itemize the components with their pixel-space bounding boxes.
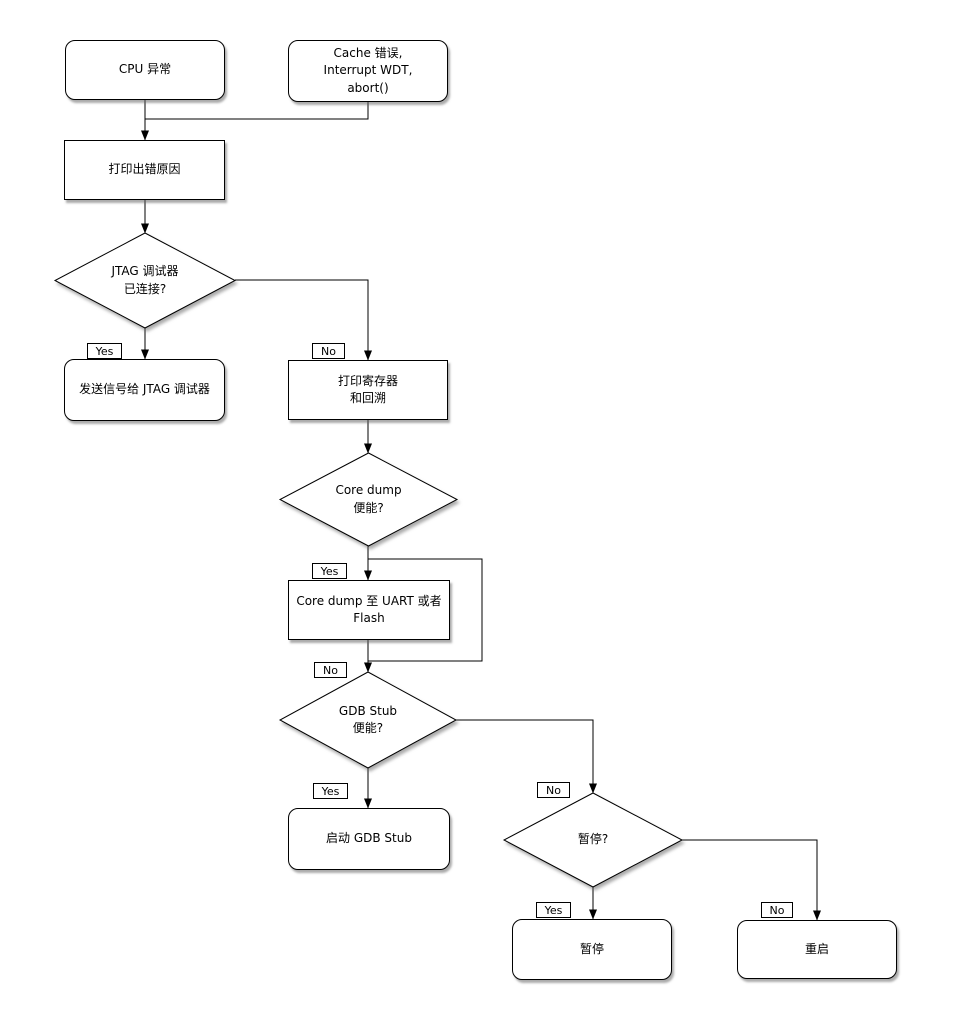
node-start-gdbstub-label: 启动 GDB Stub <box>326 831 412 846</box>
edge-gdb-no <box>455 719 597 794</box>
edge-jtag-no <box>235 279 372 361</box>
edge-label-halt-yes: Yes <box>536 902 571 918</box>
node-jtag-connected: JTAG 调试器 已连接? <box>55 233 235 328</box>
edge-label-coredump-no: No <box>314 662 347 678</box>
node-reboot-label: 重启 <box>804 941 829 956</box>
node-halt: 暂停 <box>512 919 672 980</box>
node-cpu-exception-label: CPU 异常 <box>118 62 172 77</box>
node-print-error-reason-label: 打印出错原因 <box>108 162 181 177</box>
node-print-registers: 打印寄存器 和回溯 <box>288 360 448 420</box>
edge-cache-merge <box>145 102 369 120</box>
node-coredump-to-uart-flash: Core dump 至 UART 或者 Flash <box>288 580 450 640</box>
node-cache-error-label: Cache 错误, Interrupt WDT, abort() <box>323 45 413 95</box>
edge-label-gdb-no: No <box>537 782 570 798</box>
node-print-registers-label: 打印寄存器 和回溯 <box>337 373 398 405</box>
node-coredump-to-uart-flash-label: Core dump 至 UART 或者 Flash <box>296 593 442 625</box>
node-reboot: 重启 <box>737 920 897 979</box>
diamond-shape <box>280 453 457 546</box>
node-halt-question: 暂停? <box>504 793 682 887</box>
node-halt-label: 暂停 <box>579 941 604 956</box>
node-print-error-reason: 打印出错原因 <box>64 140 225 200</box>
edge-label-jtag-no: No <box>312 343 345 359</box>
node-cpu-exception: CPU 异常 <box>65 40 225 100</box>
edge-label-jtag-yes: Yes <box>87 343 122 359</box>
node-cache-error: Cache 错误, Interrupt WDT, abort() <box>288 40 448 102</box>
edge-label-coredump-yes: Yes <box>312 563 347 579</box>
node-jtag-connected-label: JTAG 调试器 已连接? <box>111 264 179 296</box>
node-coredump-enabled: Core dump 便能? <box>280 453 457 546</box>
edge-label-halt-no: No <box>761 902 793 918</box>
edge-label-gdb-yes: Yes <box>313 783 348 799</box>
node-send-signal-jtag-label: 发送信号给 JTAG 调试器 <box>79 382 210 397</box>
edge-halt-no <box>682 839 821 921</box>
node-gdbstub-enabled: GDB Stub 便能? <box>280 672 456 768</box>
node-send-signal-jtag: 发送信号给 JTAG 调试器 <box>64 359 225 421</box>
node-halt-question-label: 暂停? <box>577 832 609 847</box>
node-start-gdbstub: 启动 GDB Stub <box>288 808 450 870</box>
node-gdbstub-enabled-label: GDB Stub 便能? <box>338 703 398 735</box>
node-coredump-enabled-label: Core dump 便能? <box>335 483 402 515</box>
